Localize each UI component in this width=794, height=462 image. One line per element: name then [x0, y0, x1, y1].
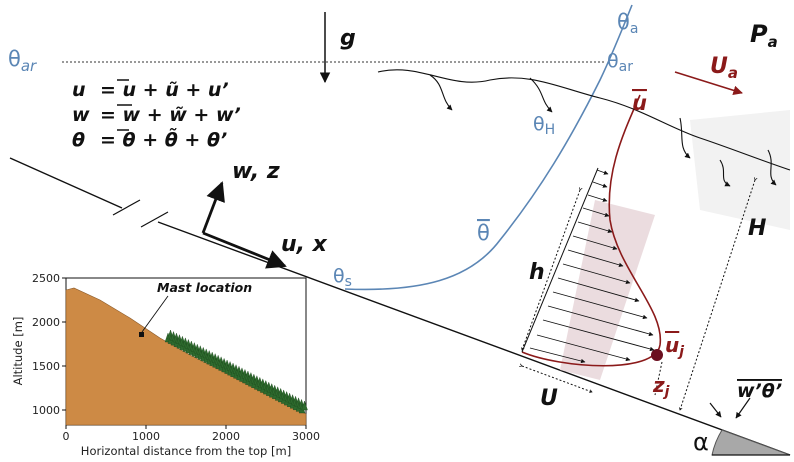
u-equation: u= u + ũ + u’: [72, 79, 229, 101]
tree-icon: [301, 400, 308, 411]
theta-s-label: θs: [333, 265, 352, 290]
jet-shade: [560, 200, 655, 380]
w-z-axis-arrow: [201, 181, 225, 234]
U-dimension-line: [522, 366, 592, 392]
theta-a-label: θa: [617, 10, 638, 37]
mast-annotation-line: [141, 295, 169, 333]
terrain-inset-plot: Mast location 0 1000 2000 3000 1000 1500…: [11, 272, 320, 458]
mast-marker: [139, 332, 144, 337]
h-dimension-line: [522, 190, 580, 350]
zj-dimension-line: [654, 361, 663, 396]
w-equation: w= w + w̃ + w’: [72, 104, 241, 126]
ambient-wind-label: Ua: [710, 54, 738, 82]
theta-profile-curve: [344, 4, 633, 291]
decomposition-equations: u= u + ũ + u’ w= w + w̃ + w’ θ= θ + θ̃ +…: [72, 79, 241, 151]
gravity-label: g: [340, 26, 356, 51]
x-tick-2000: 2000: [212, 430, 240, 443]
jet-max-velocity-label: uj: [665, 333, 684, 360]
ambient-wind-arrow: [674, 71, 743, 95]
pressure-label: Pa: [750, 20, 778, 51]
y-tick-2500: 2500: [32, 272, 60, 285]
theta-equation: θ= θ + θ̃ + θ’: [72, 127, 227, 151]
theta-ar-right-label: θar: [607, 50, 633, 75]
mean-velocity-label: u: [632, 91, 647, 115]
slope-angle-wedge: [711, 429, 791, 456]
inset-x-axis-title: Horizontal distance from the top [m]: [81, 444, 291, 458]
mixing-region-shade: [690, 110, 790, 230]
jet-max-height-label: zj: [652, 373, 670, 400]
y-tick-2000: 2000: [32, 316, 60, 329]
flux-arrow-1: [709, 402, 722, 418]
slope-surface: [9, 157, 791, 456]
w-z-label: w, z: [232, 159, 280, 184]
slope-angle-label: α: [693, 428, 709, 456]
x-tick-1000: 1000: [132, 430, 160, 443]
y-tick-1000: 1000: [32, 404, 60, 417]
forest-trees: [164, 329, 308, 414]
u-x-label: u, x: [281, 232, 328, 257]
x-tick-3000: 3000: [292, 430, 320, 443]
mean-theta-label: θ: [477, 221, 490, 245]
H-dimension-line: [680, 180, 755, 410]
jet-velocity-scale-label: U: [540, 386, 558, 411]
jet-maximum-marker: [651, 349, 663, 361]
boundary-layer-height-label: H: [748, 216, 766, 241]
mast-location-label: Mast location: [157, 280, 252, 295]
jet-height-label: h: [529, 260, 545, 285]
theta-ar-left-label: θar: [8, 47, 37, 75]
x-tick-0: 0: [63, 430, 70, 443]
u-x-axis-arrow: [202, 231, 287, 269]
y-tick-1500: 1500: [32, 360, 60, 373]
theta-H-label: θH: [533, 113, 555, 138]
inset-y-axis-title: Altitude [m]: [11, 317, 25, 386]
flux-arrow-2: [735, 397, 751, 419]
heat-flux-label: w’θ’: [737, 380, 782, 402]
turbulent-eddies: [377, 69, 791, 187]
velocity-profile-curve: [521, 94, 662, 367]
